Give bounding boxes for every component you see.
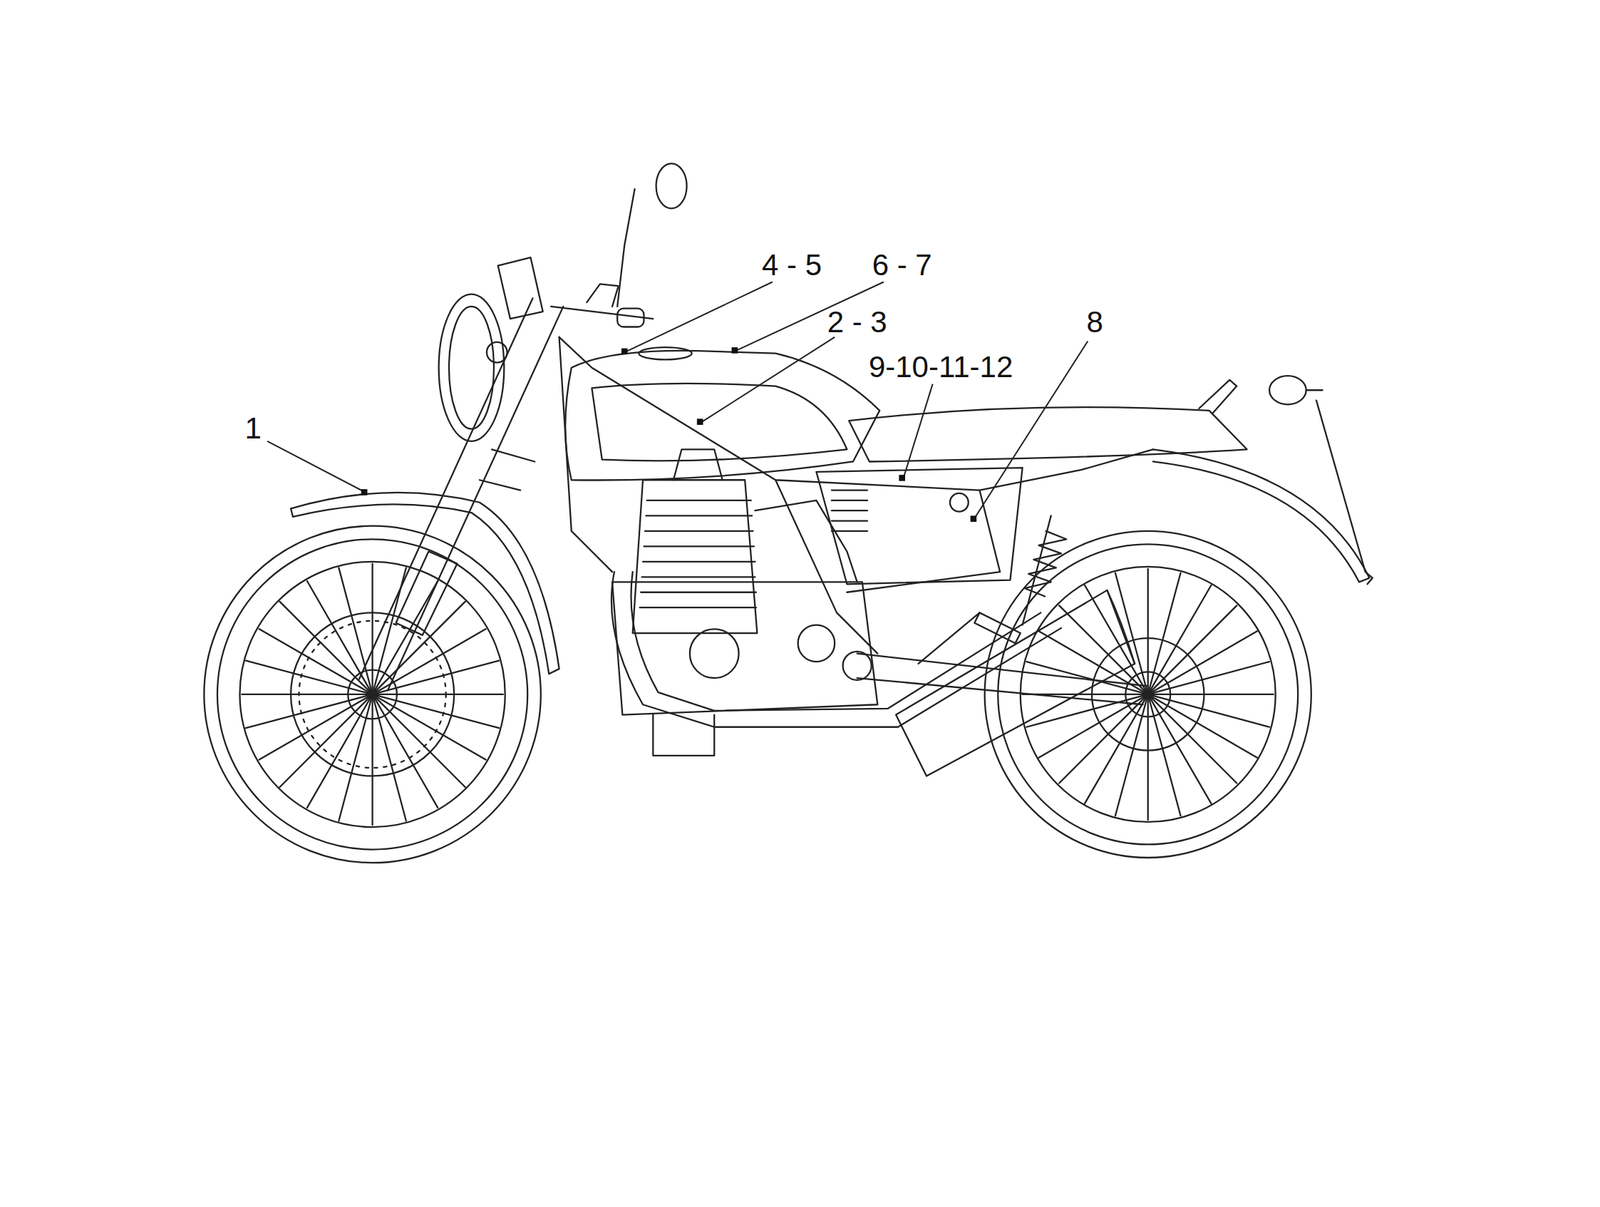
callout-number: 6 - 7 (872, 250, 933, 281)
callout-number: 1 (244, 413, 261, 444)
leader-lines (267, 281, 1088, 516)
callout-number: 2 - 3 (827, 307, 888, 338)
callout-number: 4 - 5 (761, 250, 822, 281)
callout-number: 9-10-11-12 (868, 352, 1013, 383)
callout-number: 8 (1086, 307, 1104, 338)
